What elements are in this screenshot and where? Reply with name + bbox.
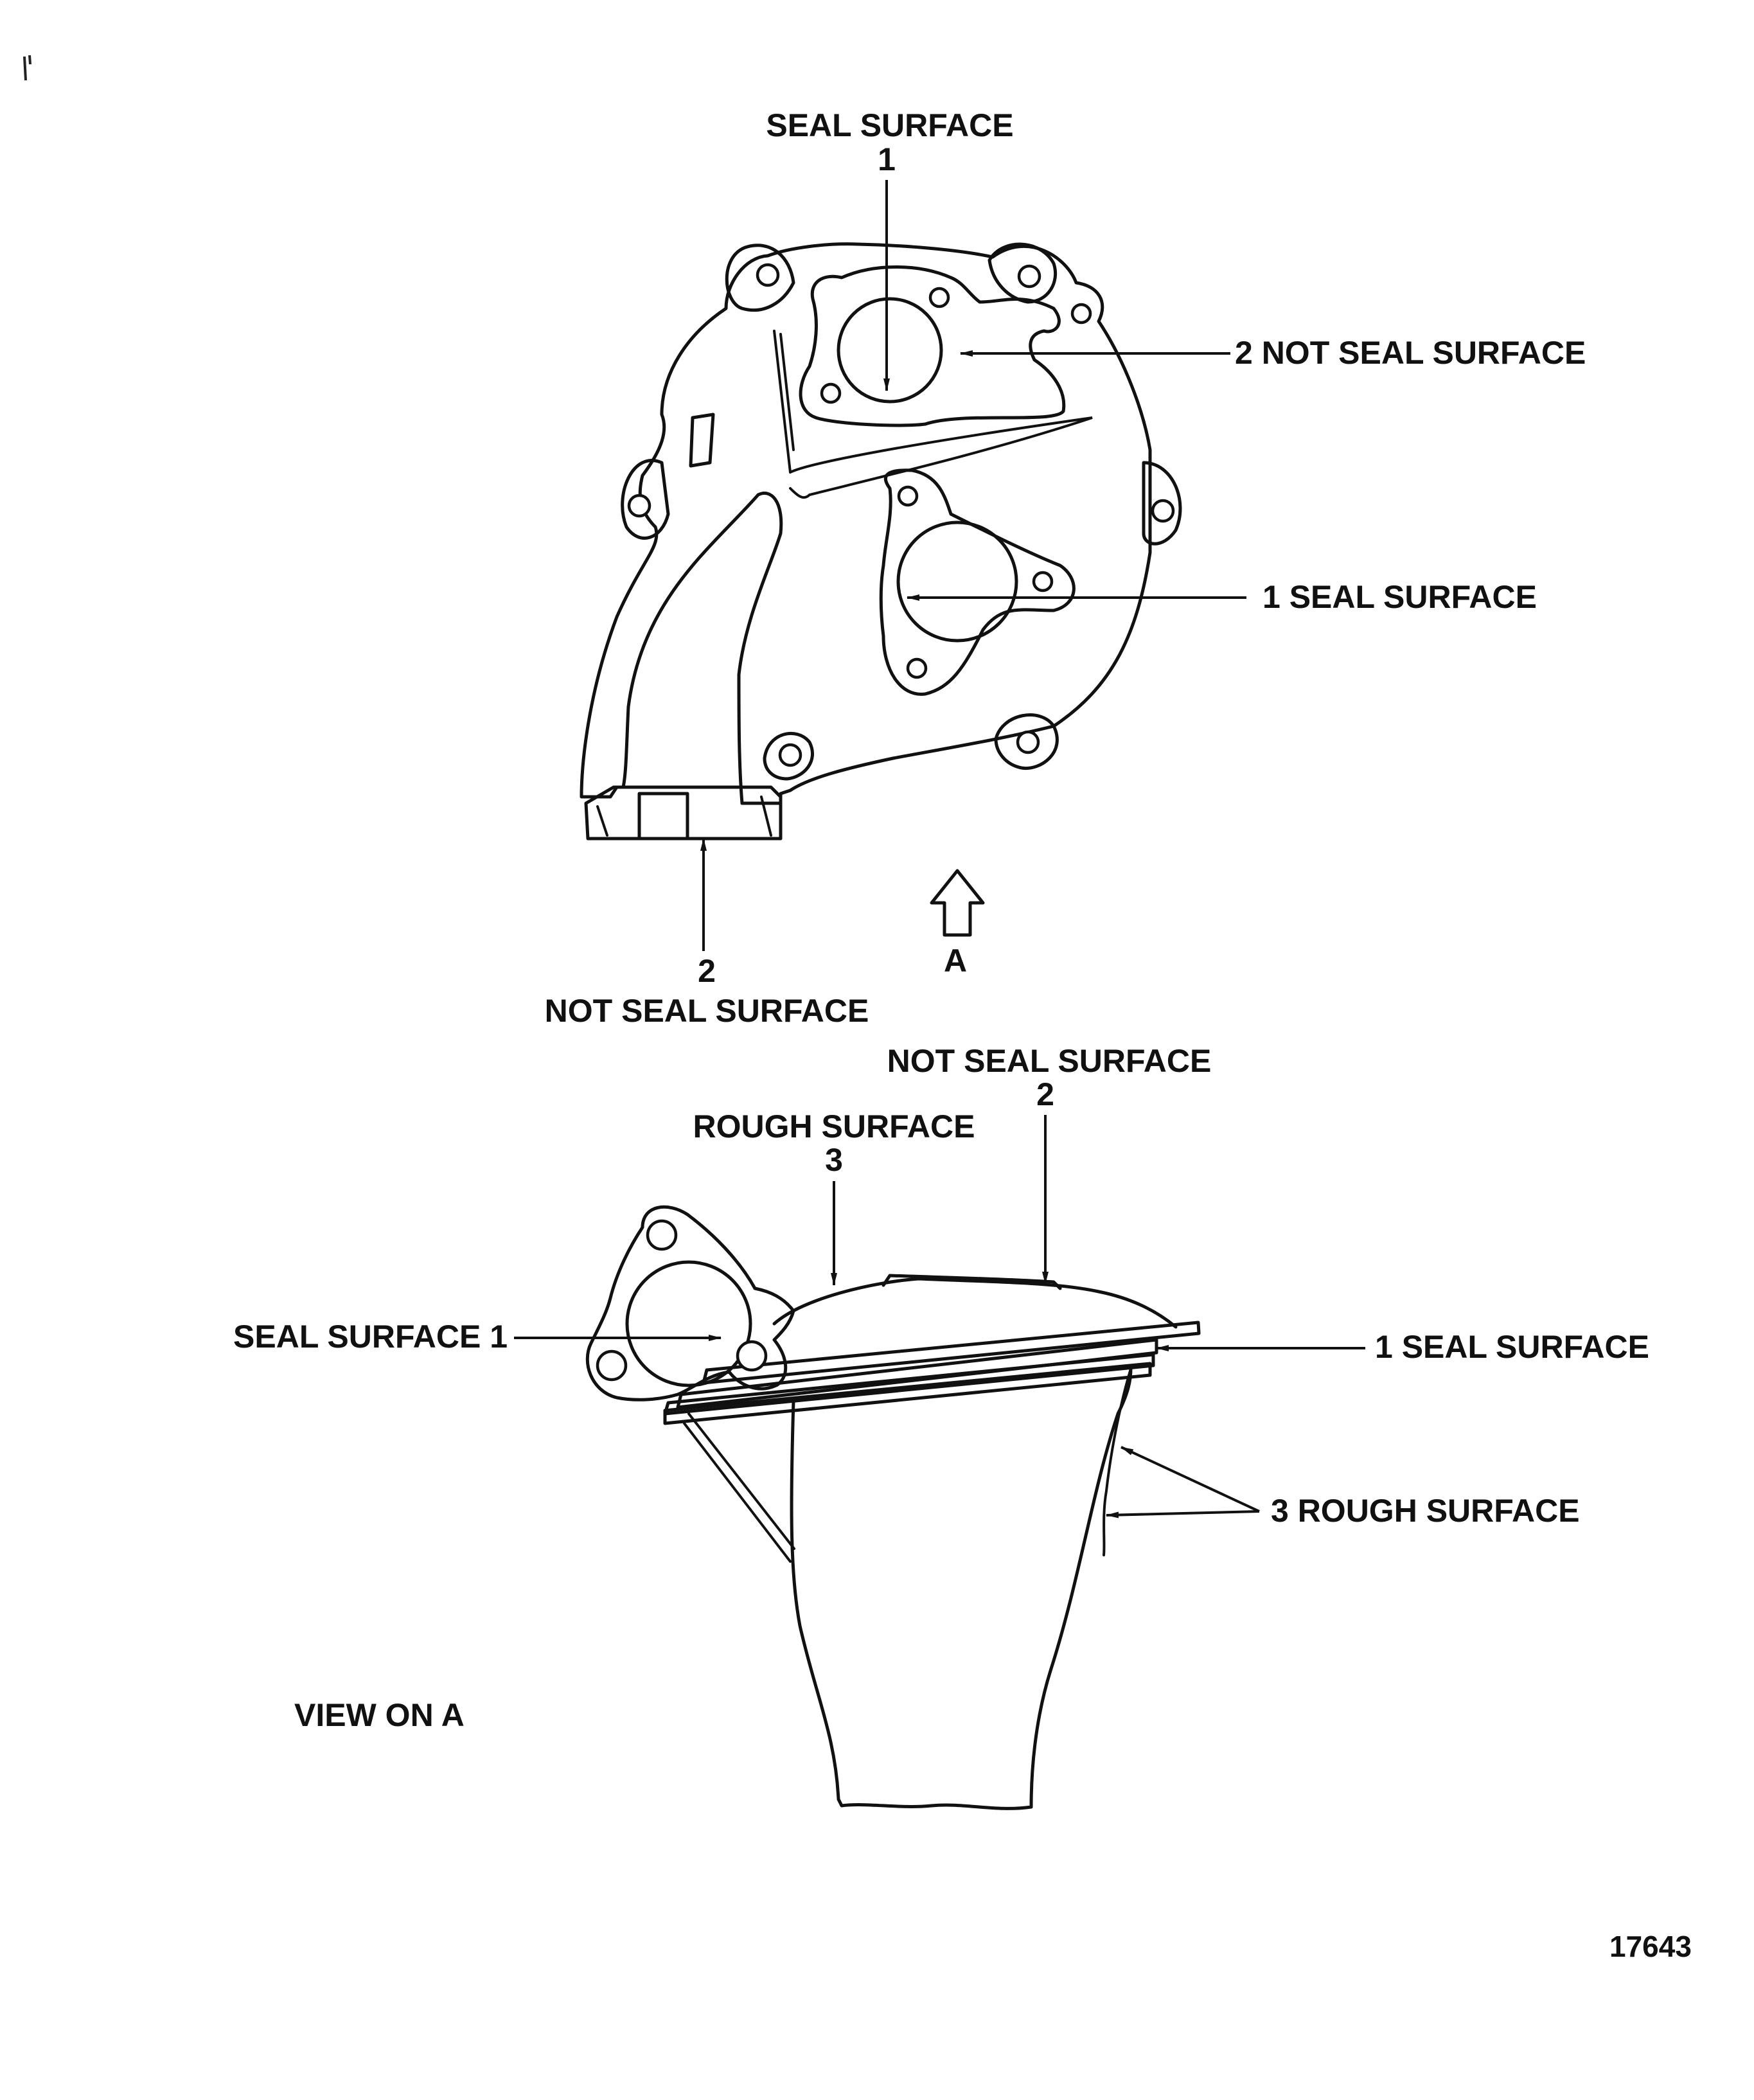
downpipe-rough-edge	[1103, 1367, 1132, 1556]
callout-seal-left: SEAL SURFACE 1	[233, 1319, 722, 1355]
outlet-flange-edge	[596, 805, 608, 837]
manifold-side-view	[585, 1205, 1201, 1810]
view-caption: VIEW ON A	[294, 1697, 465, 1733]
view-arrow-letter: A	[944, 943, 967, 979]
bolt-hole	[1070, 303, 1092, 325]
upper-port-opening	[837, 297, 943, 404]
casting-fin	[773, 330, 1093, 499]
label-number: 1	[878, 141, 896, 177]
callout-rough-top: ROUGH SURFACE 3	[693, 1108, 975, 1286]
upper-port-flange	[799, 265, 1066, 427]
boss-left	[621, 459, 670, 540]
outlet-flange	[584, 785, 783, 841]
label-not-seal-surface: 2 NOT SEAL SURFACE	[1235, 335, 1586, 371]
boss-bottom-right	[994, 713, 1059, 770]
label-seal-surface: 1 SEAL SURFACE	[1375, 1329, 1649, 1365]
hollow-arrow-icon	[930, 869, 985, 937]
bolt-hole	[596, 1349, 628, 1382]
manifold-body-outline	[580, 242, 1152, 805]
outlet-flange-edge	[760, 796, 772, 837]
figure-number: 17643	[1609, 1930, 1692, 1963]
label-number: 2	[1036, 1076, 1054, 1112]
slot	[689, 413, 715, 468]
bolt-hole	[736, 1340, 768, 1372]
boss-right	[1142, 461, 1182, 546]
bolt-hole	[906, 657, 928, 679]
downpipe-left-edge	[683, 1422, 792, 1563]
lower-port-opening	[896, 521, 1018, 643]
label-not-seal-surface: NOT SEAL SURFACE	[545, 993, 869, 1029]
callout-not-seal-top: NOT SEAL SURFACE 2	[887, 1043, 1212, 1285]
downpipe-left-edge-2	[687, 1412, 795, 1550]
view-arrow-a: A	[930, 869, 985, 979]
bolt-hole	[1151, 499, 1175, 523]
side-port-opening	[625, 1260, 752, 1387]
callout-seal-top: SEAL SURFACE 1	[766, 107, 1014, 391]
bolt-hole	[756, 263, 780, 287]
bolt-hole	[1017, 264, 1041, 289]
bolt-hole	[820, 382, 842, 404]
bolt-hole	[928, 287, 950, 308]
bolt-hole	[778, 743, 802, 767]
bolt-hole	[1032, 571, 1054, 592]
boss-bottom-left	[763, 731, 815, 781]
callout-seal-right: 1 SEAL SURFACE	[907, 579, 1537, 615]
downpipe-body	[790, 1367, 1133, 1810]
lower-port-flange	[879, 468, 1076, 696]
label-rough-surface: ROUGH SURFACE	[693, 1108, 975, 1144]
bolt-hole	[1016, 730, 1040, 754]
label-seal-surface: SEAL SURFACE	[766, 107, 1013, 143]
label-number: 3	[825, 1142, 843, 1178]
callout-seal-right: 1 SEAL SURFACE	[1156, 1329, 1649, 1365]
callout-rough-right: 3 ROUGH SURFACE	[1106, 1446, 1580, 1529]
outlet-flange-block	[637, 792, 689, 841]
label-seal-surface: SEAL SURFACE 1	[233, 1319, 508, 1355]
label-rough-surface: 3 ROUGH SURFACE	[1271, 1493, 1580, 1529]
manifold-top-view	[580, 242, 1182, 841]
leader-arrow	[1106, 1510, 1260, 1518]
boss-top-right	[988, 242, 1058, 304]
upper-dome	[772, 1277, 1178, 1329]
leader-arrow	[1121, 1446, 1260, 1513]
flange-plate-bottom	[663, 1362, 1152, 1425]
label-seal-surface: 1 SEAL SURFACE	[1262, 579, 1537, 615]
label-number: 2	[698, 953, 716, 989]
label-not-seal-surface: NOT SEAL SURFACE	[887, 1043, 1212, 1079]
bolt-hole	[627, 494, 651, 518]
callout-not-seal-bottom: 2 NOT SEAL SURFACE	[545, 838, 869, 1029]
callout-not-seal-right: 2 NOT SEAL SURFACE	[960, 335, 1586, 371]
casting-fin-inner	[779, 333, 795, 451]
bolt-hole	[897, 485, 919, 507]
boss-top-left	[725, 244, 795, 312]
upper-dome-rib	[881, 1274, 1062, 1290]
bolt-hole	[646, 1219, 678, 1251]
scan-mark	[23, 55, 31, 81]
side-flange	[585, 1205, 795, 1401]
